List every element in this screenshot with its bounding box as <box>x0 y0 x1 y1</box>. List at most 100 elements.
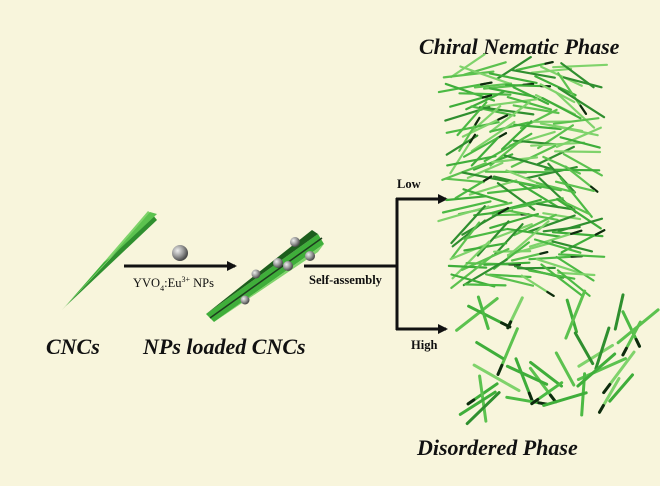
cnc-rod <box>557 87 606 119</box>
cnc-rod <box>576 352 617 388</box>
chiral-phase-title: Chiral Nematic Phase <box>419 34 620 59</box>
cnc-rod <box>529 141 586 147</box>
cnc-rod <box>489 100 531 133</box>
cnc-rod <box>616 308 660 345</box>
cnc-rod <box>557 271 596 277</box>
cnc-rod <box>473 82 513 89</box>
cnc-rod <box>512 86 550 106</box>
cnc-rod <box>513 123 562 131</box>
cnc-rod <box>441 162 487 181</box>
cnc-rod <box>573 331 595 366</box>
cnc-rod-end <box>474 116 481 126</box>
cnc-rod <box>536 145 576 166</box>
nanoparticle-icon <box>172 245 188 261</box>
cnc-rod <box>437 205 490 223</box>
cnc-rod <box>485 273 535 287</box>
cnc-rod <box>557 253 606 258</box>
cncs-label: CNCs <box>46 334 100 359</box>
nps-loaded-label: NPs loaded CNCs <box>142 334 306 359</box>
cnc-rod <box>462 188 508 204</box>
cnc-rod-end <box>602 383 612 395</box>
cnc-rod <box>535 258 588 277</box>
cnc-rod <box>461 171 509 183</box>
cnc-rod <box>465 391 501 426</box>
cnc-rod <box>562 153 604 177</box>
cnc-rod-end <box>539 251 549 255</box>
cnc-rod <box>473 209 514 217</box>
cnc-rod <box>488 87 536 98</box>
cnc-rod <box>555 198 602 230</box>
cnc-rod <box>518 182 560 209</box>
cnc-rod <box>540 263 584 297</box>
cnc-rod <box>554 180 596 192</box>
cnc-rod <box>441 200 492 214</box>
cnc-rod <box>542 225 581 233</box>
chiral-nematic-structure <box>437 53 609 297</box>
cnc-rod <box>554 90 596 129</box>
cnc-rod <box>478 106 535 116</box>
reagent-label: YVO4:Eu3+ NPs <box>133 275 214 293</box>
cnc-rod-end <box>481 94 493 99</box>
cnc-rod-end <box>466 398 476 406</box>
cnc-rod <box>484 98 539 108</box>
cnc-rod <box>551 240 594 253</box>
cnc-rod <box>472 363 521 393</box>
cnc-rod <box>548 124 599 137</box>
cnc-rod <box>470 105 516 117</box>
cnc-rod-end <box>621 346 628 357</box>
self-assembly-label: Self-assembly <box>309 273 383 287</box>
cnc-rod-end <box>500 321 512 329</box>
cnc-rod-end <box>479 81 493 86</box>
cnc-rod <box>451 219 486 248</box>
cnc-rod <box>608 373 634 403</box>
cnc-rod-end <box>497 114 509 121</box>
cnc-rod <box>613 293 625 331</box>
cnc-rod-end <box>497 207 510 215</box>
cnc-rod <box>564 289 587 340</box>
cnc-rod <box>505 364 549 386</box>
cnc-rod <box>510 179 563 192</box>
cnc-rod <box>554 351 576 387</box>
cnc-rod <box>458 92 512 96</box>
cnc-rod <box>447 264 488 269</box>
cnc-rod-end <box>634 337 641 348</box>
cnc-rod <box>451 240 491 280</box>
disordered-phase-title: Disordered Phase <box>416 435 578 460</box>
cnc-rod <box>476 220 510 257</box>
cnc-rod <box>529 360 563 388</box>
cnc-rod <box>535 181 576 194</box>
disordered-structure <box>455 289 660 426</box>
cnc-rod <box>488 72 538 85</box>
cnc-rod <box>542 391 588 407</box>
cnc-rod-end <box>530 398 540 406</box>
cnc-rod-end <box>544 60 554 65</box>
cnc-rod <box>488 198 542 215</box>
cnc-rod <box>535 202 576 211</box>
cnc-rod <box>552 63 609 69</box>
cnc-rod <box>489 212 540 229</box>
cnc-rod <box>559 136 601 149</box>
cnc-rod <box>463 61 507 76</box>
cnc-rod <box>501 120 533 151</box>
cnc-rod <box>507 220 550 258</box>
cnc-rod <box>510 144 557 168</box>
np-loaded-cnc-icon <box>206 230 324 322</box>
cnc-rod <box>576 357 627 381</box>
cnc-rod <box>510 68 556 79</box>
cnc-rod <box>450 53 486 79</box>
cnc-rod <box>483 261 531 266</box>
cnc-rod <box>559 177 593 218</box>
cnc-rod <box>468 179 518 196</box>
cnc-rod <box>534 75 577 97</box>
cnc-rod <box>542 212 582 221</box>
cnc-rod <box>445 195 487 202</box>
cnc-rod-end <box>579 104 588 116</box>
cnc-rod <box>552 117 600 125</box>
cnc-rod <box>562 76 603 89</box>
attached-nanoparticles <box>240 237 315 305</box>
cnc-rod <box>541 96 582 120</box>
cnc-rod-end <box>594 229 606 236</box>
cnc-rod-end <box>598 404 605 414</box>
high-label: High <box>411 338 437 352</box>
